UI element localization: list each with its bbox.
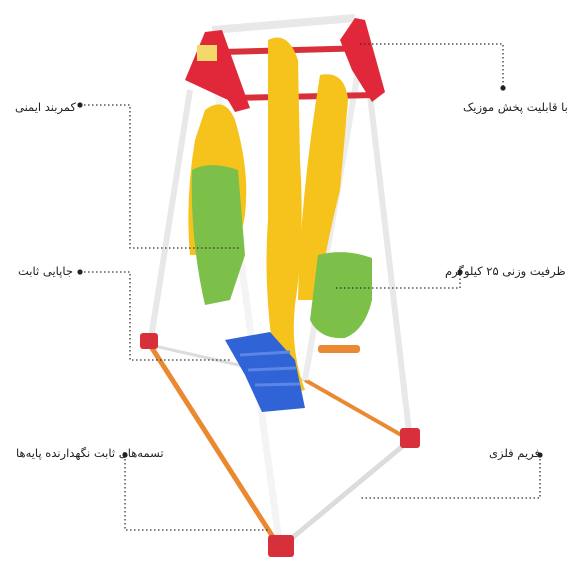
foot-cap-front-right <box>400 428 420 448</box>
dot-marker-icon <box>457 269 463 275</box>
frame-back-leg-right <box>367 94 413 441</box>
dot-marker-icon <box>537 452 543 458</box>
top-rail-front <box>227 92 377 101</box>
seat-left-green <box>191 165 245 305</box>
foot-cap-back-left <box>140 333 158 349</box>
annotation-metal-frame: فریم فلزی <box>489 446 541 460</box>
annotation-music: با قابلیت پخش موزیک <box>463 100 568 114</box>
leader-foot <box>80 271 230 361</box>
bottom-cross-front <box>278 438 412 550</box>
bottom-strap-left <box>147 343 283 550</box>
annotation-weight-capacity: ظرفیت وزنی ۲۵ کیلوگرم <box>445 264 566 278</box>
dot-marker-icon <box>77 85 543 458</box>
frame-back-leg-left <box>147 89 193 346</box>
annotation-leg-straps: تسمه‌های ثابت نگهدارنده پایه‌ها <box>16 446 164 460</box>
leader-belt <box>80 104 240 249</box>
dot-marker-icon <box>122 452 128 458</box>
dot-marker-icon <box>77 269 83 275</box>
seat-right-back <box>266 37 305 395</box>
leader-weight <box>336 272 461 289</box>
roof-sticker <box>197 45 217 61</box>
dot-marker-icon <box>500 85 506 91</box>
footrest-lines <box>239 350 291 357</box>
leader-music <box>360 43 504 88</box>
footrest-lines <box>247 366 297 372</box>
leader-lines <box>80 43 541 531</box>
foot-cap-front-left <box>268 535 294 557</box>
seat-right-back-2 <box>298 74 348 301</box>
leader-straps <box>124 455 270 531</box>
annotation-seat-belt: کمربند ایمنی <box>15 100 76 114</box>
seat-right-handle <box>318 345 360 353</box>
roof-right <box>340 18 385 102</box>
footrest-lines <box>254 382 301 387</box>
annotation-fixed-footrest: جاپایی ثابت <box>18 264 73 278</box>
dot-marker-icon <box>77 102 83 108</box>
seat-right-green <box>310 252 372 339</box>
bottom-strap-right <box>304 378 411 442</box>
top-rail-back <box>211 14 356 34</box>
